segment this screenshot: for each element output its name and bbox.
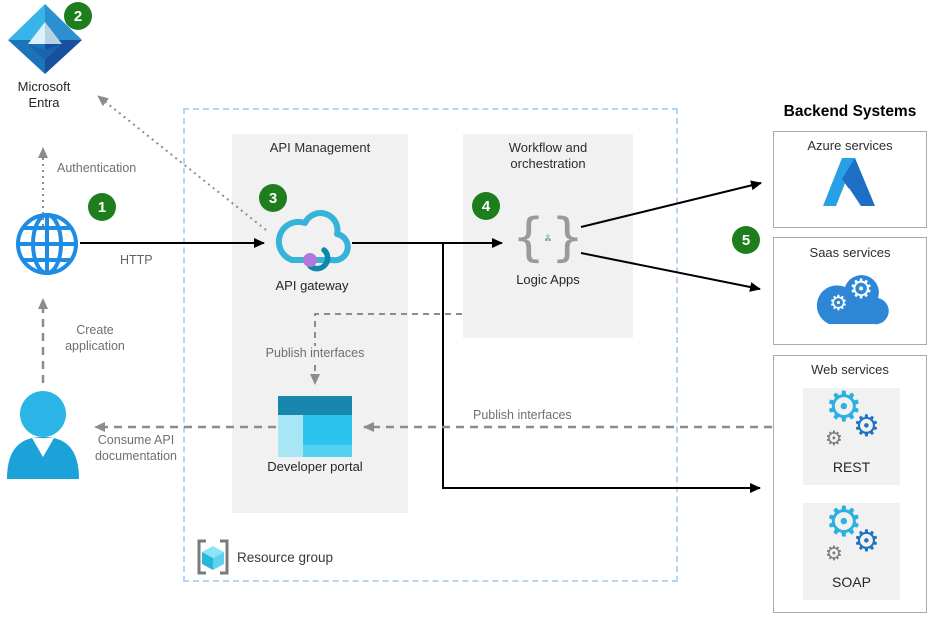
- api-management-title: API Management: [269, 140, 371, 155]
- azure-services-title: Azure services: [807, 138, 893, 153]
- developer-portal-icon: [278, 396, 352, 457]
- backend-systems-title: Backend Systems: [783, 103, 917, 120]
- rest-gear-cyan-icon: ⚙: [825, 382, 863, 431]
- logic-apps-icon: { }: [512, 206, 584, 270]
- soap-box: [803, 503, 900, 600]
- logic-apps-label: Logic Apps: [516, 272, 580, 287]
- logic-apps-tree: [545, 234, 551, 241]
- step-4-badge: 4: [472, 192, 500, 220]
- rest-gear-blue-icon: ⚙: [853, 409, 880, 444]
- rest-box: [803, 388, 900, 485]
- step-5-badge: 5: [732, 226, 760, 254]
- publish-interfaces-right-label: Publish interfaces: [473, 408, 572, 422]
- soap-gear-blue-icon: ⚙: [853, 524, 880, 559]
- logic-apps-left-brace: {: [512, 208, 546, 268]
- rest-label: REST: [832, 459, 871, 475]
- globe-icon: [16, 213, 78, 275]
- soap-label: SOAP: [832, 574, 871, 590]
- saas-cloud-gears-icon: ⚙ ⚙: [809, 270, 893, 330]
- soap-gear-cyan-icon: ⚙: [825, 497, 863, 546]
- saas-gear-large-icon: ⚙: [849, 274, 874, 305]
- soap-gears-icon: ⚙ ⚙ ⚙: [811, 501, 891, 571]
- http-label: HTTP: [120, 253, 153, 267]
- portal-main-strip: [303, 445, 352, 457]
- rest-gears-icon: ⚙ ⚙ ⚙: [811, 386, 891, 456]
- authentication-label: Authentication: [57, 161, 137, 175]
- rest-gear-gray-icon: ⚙: [825, 426, 843, 450]
- soap-gear-gray-icon: ⚙: [825, 541, 843, 565]
- user-icon: [7, 391, 79, 479]
- step-1-badge: 1: [88, 193, 116, 221]
- entra-label: Microsoft Entra: [17, 79, 71, 110]
- publish-interfaces-left-label-overlay: Publish interfaces: [253, 346, 377, 362]
- web-services-title: Web services: [811, 362, 889, 377]
- api-gateway-label: API gateway: [275, 278, 349, 293]
- step-2-badge: 2: [64, 2, 92, 30]
- create-application-label: Create application: [65, 323, 125, 353]
- resource-group-icon: [197, 539, 229, 575]
- step-3-badge: 3: [259, 184, 287, 212]
- workflow-title: Workflow and orchestration: [508, 140, 588, 172]
- microsoft-entra-icon: [8, 4, 82, 74]
- consume-api-label: Consume API documentation: [94, 433, 177, 463]
- azure-logo-icon: [823, 158, 875, 206]
- saas-gear-small-icon: ⚙: [829, 291, 848, 315]
- portal-sidebar: [278, 415, 303, 457]
- developer-portal-label: Developer portal: [267, 459, 363, 474]
- logic-apps-right-brace: }: [550, 208, 584, 268]
- cloud-api-gateway-icon: [275, 210, 351, 272]
- saas-services-title: Saas services: [809, 245, 891, 260]
- resource-group-label: Resource group: [237, 550, 334, 565]
- portal-titlebar: [278, 396, 352, 415]
